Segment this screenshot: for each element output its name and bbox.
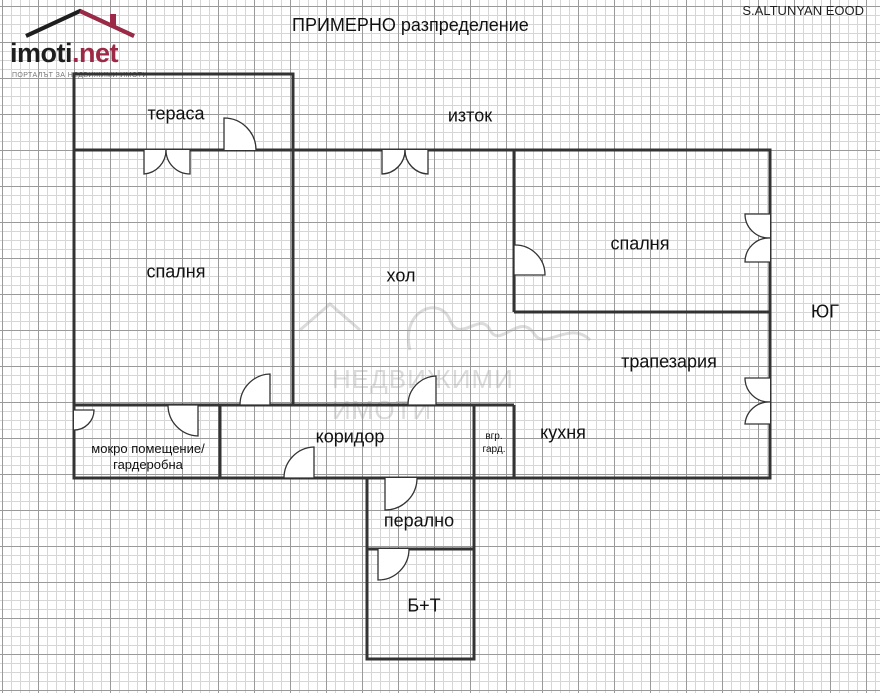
watermark-subtitle: НЕДВИЖИМИ ИМОТИ [332,364,513,425]
laundry-door-icon [384,477,418,511]
terrace-door-icon [223,117,257,151]
room-bathroom: Б+Т [407,595,441,616]
wetroom-inner-door-icon [73,409,95,431]
room-laundry: перално [383,510,455,531]
bedroom-door-icon [239,373,271,406]
owner-label: S.ALTUNYAN EOOD [742,3,864,18]
east-door-lower-icon [744,377,771,403]
room-bedroom-left: спалня [146,261,206,282]
watermark-house-icon [299,302,592,351]
room-dining: трапезария [621,351,717,372]
direction-south: ЮГ [811,301,839,322]
direction-east: изток [447,105,493,126]
room-built-in-wardrobe: вгр.гард. [482,431,506,455]
bathroom-door-icon [377,548,410,581]
room-bedroom-right: спалня [610,233,670,254]
logo-wordmark: imoti.net [10,38,119,68]
wetroom-door-icon [167,404,199,437]
entrance-door-icon [283,446,315,479]
bathroom-walls [365,547,476,661]
room-living: хол [386,265,416,286]
watermark: НЕДВИЖИМИ ИМОТИ [290,290,620,425]
double-door-living-icon [381,149,406,175]
room-wet-room: мокро помещение/гардеробна [91,441,205,472]
double-door-left-icon [143,149,167,175]
room-kitchen: кухня [540,422,586,443]
house-roof-icon [25,8,135,38]
room-terrace: тераса [147,103,205,124]
east-door-upper-icon [744,213,771,239]
room-corridor: коридор [315,426,385,447]
plan-title: ПРИМЕРНО разпределение [292,15,529,35]
living-door-icon [407,375,437,406]
bedroom-right-door-icon [513,244,546,276]
